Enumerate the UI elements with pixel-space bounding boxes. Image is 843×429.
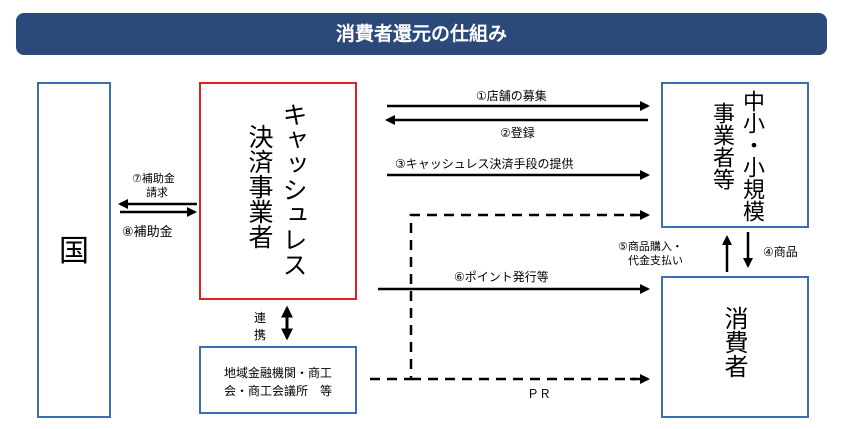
- cashless-label-col2: 決済事業者: [245, 124, 274, 249]
- pr-dashed-path: [370, 213, 636, 381]
- cooperation-label-line1: 連: [254, 311, 267, 325]
- subsidy-request-label-line1: ⑦補助金: [132, 172, 175, 185]
- sme-box: 中小・小規模 事業者等: [661, 82, 809, 228]
- pr-label: ＰＲ: [527, 387, 552, 401]
- consumer-label: 消費者: [720, 306, 748, 378]
- regional-institutions-box: 地域金融機関・商工 会・商工会議所 等: [199, 346, 357, 414]
- purchase-label-line2: 代金支払い: [628, 254, 683, 267]
- provide-label: ③キャッシュレス決済手段の提供: [395, 157, 574, 171]
- title-bar: 消費者還元の仕組み: [16, 13, 827, 55]
- cooperation-label-line2: 携: [254, 328, 267, 342]
- sme-label-col2: 事業者等: [709, 102, 734, 190]
- recruit-label: ①店舗の募集: [476, 89, 547, 103]
- purchase-label-line1: ⑤商品購入・: [618, 240, 683, 253]
- country-box: 国: [37, 82, 111, 418]
- subsidy-label: ⑧補助金: [122, 225, 173, 240]
- regional-label-line2: 会・商工会議所 等: [223, 384, 332, 398]
- page-title: 消費者還元の仕組み: [335, 23, 507, 45]
- goods-label: ④商品: [763, 245, 798, 259]
- cashless-label-col1: キャッシュレス: [279, 102, 308, 277]
- regional-label-line1: 地域金融機関・商工: [223, 366, 332, 380]
- country-label: 国: [59, 234, 89, 269]
- points-label: ⑥ポイント発行等: [454, 270, 549, 284]
- sme-label-col1: 中小・小規模: [739, 90, 764, 222]
- consumer-box: 消費者: [661, 276, 809, 418]
- register-label: ②登録: [500, 126, 535, 140]
- cashless-provider-box: キャッシュレス 決済事業者: [199, 82, 357, 300]
- subsidy-request-label-line2: 請求: [146, 186, 168, 199]
